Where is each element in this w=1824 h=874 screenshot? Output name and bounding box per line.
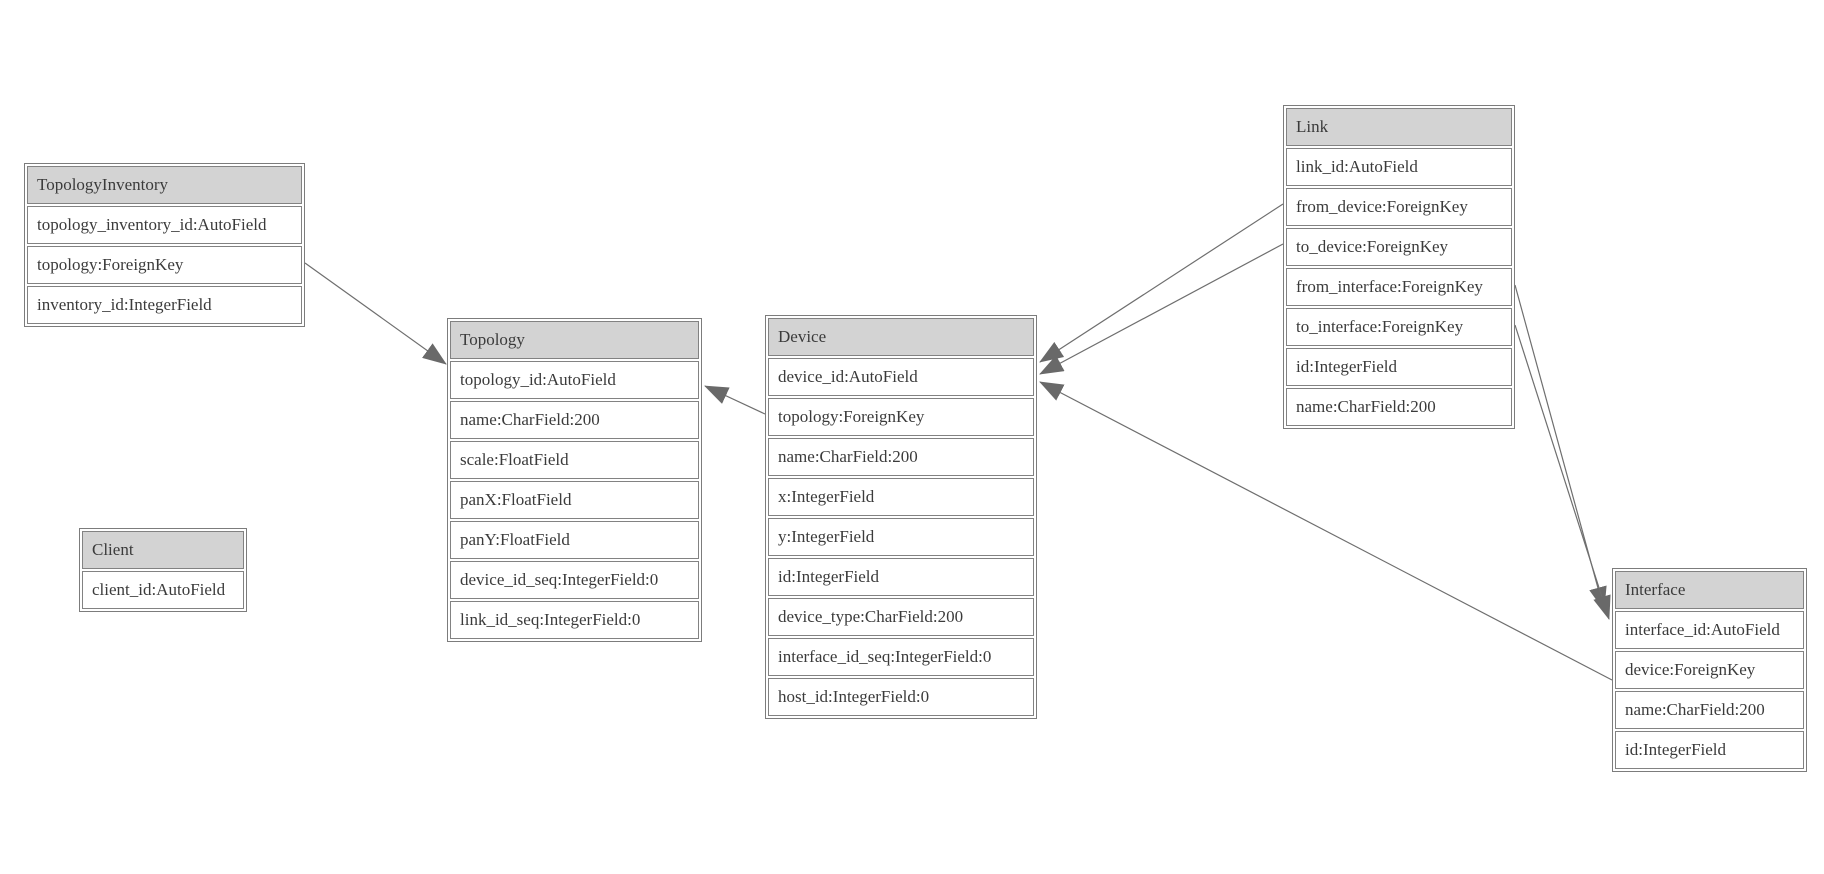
relation-link-to-device-to-device xyxy=(1039,243,1284,375)
table-title-interface: Interface xyxy=(1615,571,1804,609)
relation-link-from-interface-to-interface xyxy=(1514,284,1607,611)
field-row: panX:FloatField xyxy=(450,481,699,519)
field-row: y:IntegerField xyxy=(768,518,1034,556)
field-row: name:CharField:200 xyxy=(1615,691,1804,729)
relation-link-to-interface-to-interface xyxy=(1514,324,1611,620)
field-row: id:IntegerField xyxy=(1615,731,1804,769)
field-row: id:IntegerField xyxy=(768,558,1034,596)
field-row: from_device:ForeignKey xyxy=(1286,188,1512,226)
field-row: name:CharField:200 xyxy=(450,401,699,439)
field-row: topology:ForeignKey xyxy=(768,398,1034,436)
field-row: topology_inventory_id:AutoField xyxy=(27,206,302,244)
field-row: link_id:AutoField xyxy=(1286,148,1512,186)
field-row: interface_id:AutoField xyxy=(1615,611,1804,649)
field-row: topology:ForeignKey xyxy=(27,246,302,284)
relation-device-topology-to-topology xyxy=(704,385,766,415)
field-row: device:ForeignKey xyxy=(1615,651,1804,689)
table-title-link: Link xyxy=(1286,108,1512,146)
field-row: scale:FloatField xyxy=(450,441,699,479)
field-row: x:IntegerField xyxy=(768,478,1034,516)
field-row: to_interface:ForeignKey xyxy=(1286,308,1512,346)
field-row: client_id:AutoField xyxy=(82,571,244,609)
field-row: interface_id_seq:IntegerField:0 xyxy=(768,638,1034,676)
table-title-topology-inventory: TopologyInventory xyxy=(27,166,302,204)
field-row: from_interface:ForeignKey xyxy=(1286,268,1512,306)
field-row: device_type:CharField:200 xyxy=(768,598,1034,636)
table-title-device: Device xyxy=(768,318,1034,356)
field-row: topology_id:AutoField xyxy=(450,361,699,399)
field-row: name:CharField:200 xyxy=(1286,388,1512,426)
field-row: id:IntegerField xyxy=(1286,348,1512,386)
table-title-client: Client xyxy=(82,531,244,569)
field-row: device_id:AutoField xyxy=(768,358,1034,396)
field-row: panY:FloatField xyxy=(450,521,699,559)
field-row: name:CharField:200 xyxy=(768,438,1034,476)
relation-topologyinventory-topology-to-topology xyxy=(304,262,447,365)
field-row: device_id_seq:IntegerField:0 xyxy=(450,561,699,599)
relation-link-from-device-to-device xyxy=(1039,203,1284,363)
field-row: inventory_id:IntegerField xyxy=(27,286,302,324)
field-row: to_device:ForeignKey xyxy=(1286,228,1512,266)
field-row: host_id:IntegerField:0 xyxy=(768,678,1034,716)
table-title-topology: Topology xyxy=(450,321,699,359)
field-row: link_id_seq:IntegerField:0 xyxy=(450,601,699,639)
